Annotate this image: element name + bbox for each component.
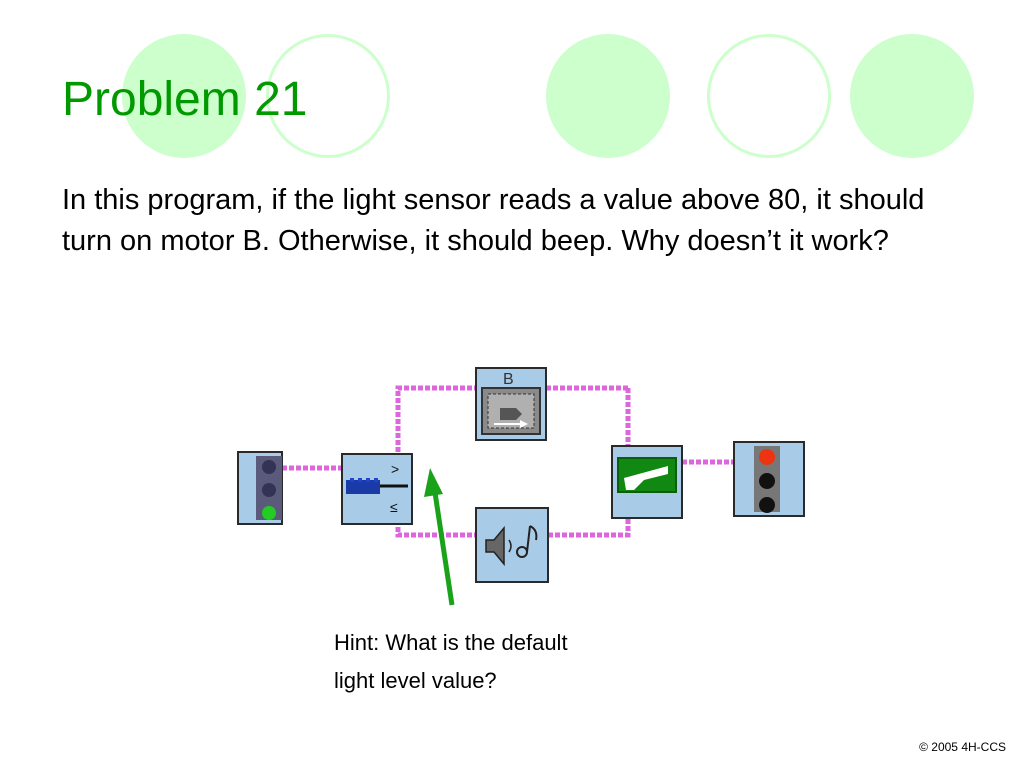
decor-circle-3 — [850, 34, 974, 158]
hint-text: Hint: What is the default light level va… — [334, 624, 568, 700]
light-sensor-fork-block: > ≤ — [341, 453, 413, 525]
stop-light-green — [759, 497, 775, 513]
wire-top-branch — [395, 385, 476, 452]
start-block — [237, 451, 283, 525]
merge-block — [611, 445, 683, 519]
hint-line-2: light level value? — [334, 668, 497, 693]
stop-block — [733, 441, 805, 517]
sound-block — [475, 507, 549, 583]
wire-bottom-to-merge — [548, 518, 631, 538]
start-light-green — [262, 506, 276, 520]
decor-ring-1 — [266, 34, 390, 158]
motor-port-label: B — [503, 371, 514, 388]
stop-light-red — [759, 449, 775, 465]
decor-ring-2 — [707, 34, 831, 158]
copyright-notice: © 2005 4H-CCS — [919, 740, 1006, 754]
slide-title: Problem 21 — [62, 73, 308, 126]
motor-b-block: B — [475, 367, 547, 441]
hint-line-1: Hint: What is the default — [334, 630, 568, 655]
fork-greater-than-symbol: > — [391, 461, 399, 477]
start-light-red — [262, 460, 276, 474]
hint-arrow — [424, 468, 455, 606]
start-light-yellow — [262, 483, 276, 497]
stop-light-yellow — [759, 473, 775, 489]
problem-description: In this program, if the light sensor rea… — [62, 184, 925, 257]
decor-circle-1 — [122, 34, 246, 158]
fork-less-equal-symbol: ≤ — [390, 499, 398, 515]
decor-circle-2 — [546, 34, 670, 158]
